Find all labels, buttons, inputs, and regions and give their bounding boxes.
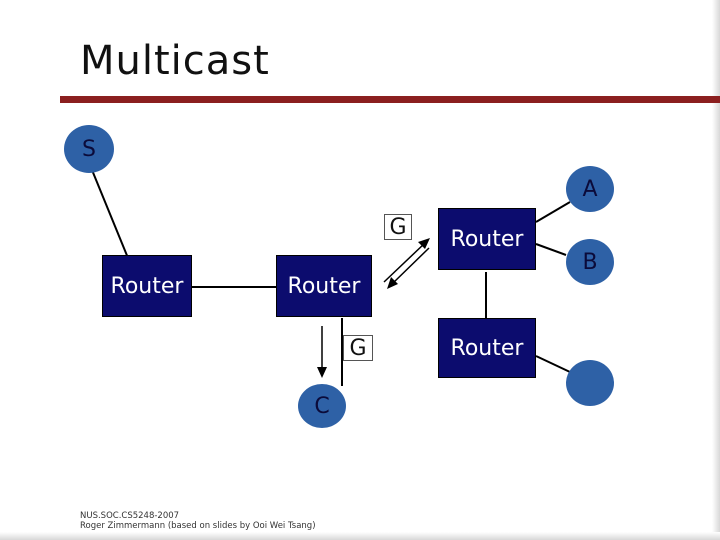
join-arrow-down bbox=[391, 247, 430, 285]
router-bottom-right: Router bbox=[438, 318, 536, 378]
router-top-right: Router bbox=[438, 208, 536, 270]
group-tag-lower: G bbox=[343, 335, 373, 361]
host-a-label: A bbox=[582, 176, 598, 202]
host-b-label: B bbox=[582, 249, 598, 275]
host-node-b: B bbox=[566, 239, 614, 285]
host-node-unlabeled bbox=[566, 360, 614, 406]
router-left-label: Router bbox=[110, 273, 184, 299]
router-left: Router bbox=[102, 255, 192, 317]
join-arrow-to-c-head bbox=[317, 367, 327, 378]
join-arrow-down-head bbox=[387, 277, 398, 289]
router-middle-label: Router bbox=[287, 273, 361, 299]
title-rule bbox=[60, 96, 720, 103]
group-tag-lower-label: G bbox=[349, 335, 367, 361]
link-router-host-unlabeled bbox=[535, 355, 571, 373]
slide-right-shadow bbox=[712, 0, 720, 540]
footer-course: NUS.SOC.CS5248-2007 bbox=[80, 511, 180, 521]
host-node-c: C bbox=[298, 384, 346, 428]
host-c-label: C bbox=[314, 393, 330, 419]
slide-bottom-shadow bbox=[0, 532, 720, 540]
host-node-a: A bbox=[566, 166, 614, 212]
join-arrow-up bbox=[383, 242, 426, 283]
source-node-label: S bbox=[82, 136, 96, 162]
source-node-s: S bbox=[64, 125, 114, 173]
group-tag-upper: G bbox=[384, 214, 412, 240]
link-router-host-a bbox=[535, 201, 571, 223]
router-top-right-label: Router bbox=[450, 226, 524, 252]
group-tag-upper-label: G bbox=[389, 214, 407, 240]
slide-title: Multicast bbox=[80, 38, 270, 84]
footer-credit: Roger Zimmermann (based on slides by Ooi… bbox=[80, 521, 316, 531]
link-router-host-b bbox=[535, 243, 567, 256]
join-arrow-up-head bbox=[418, 238, 430, 249]
link-source-left-router bbox=[91, 169, 129, 259]
slide-footer: NUS.SOC.CS5248-2007 Roger Zimmermann (ba… bbox=[80, 511, 316, 531]
router-middle: Router bbox=[276, 255, 372, 317]
router-bottom-right-label: Router bbox=[450, 335, 524, 361]
